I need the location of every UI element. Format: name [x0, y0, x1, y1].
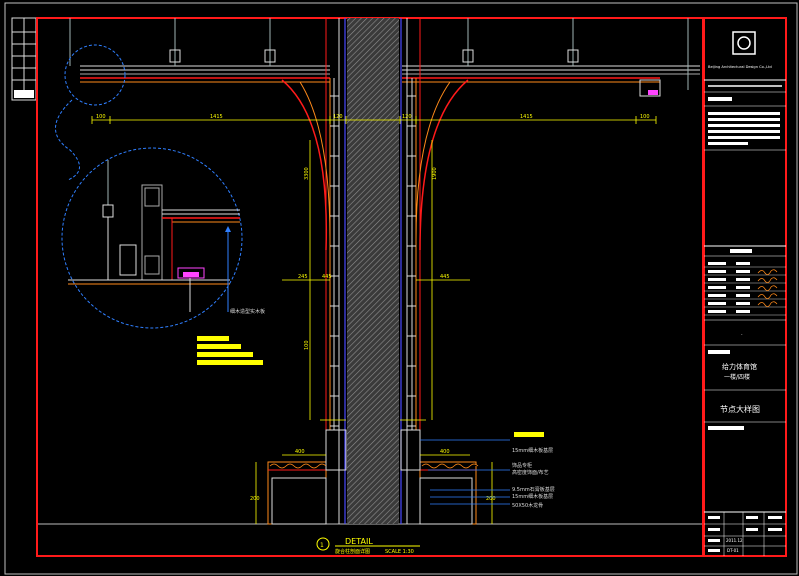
revision-row-value — [736, 270, 750, 273]
callout-note: 细木造型实木板 — [230, 308, 265, 315]
cladding-left — [325, 18, 340, 524]
capital-inner-right — [415, 81, 451, 241]
revision-row-value — [736, 278, 750, 281]
dim-text: 1900 — [432, 167, 438, 180]
callout-leader — [55, 99, 80, 181]
dimension-lines — [91, 116, 657, 524]
project-floor: 一楼/四楼 — [724, 373, 750, 381]
revision-row-value — [736, 294, 750, 297]
enlarged-detail — [68, 160, 240, 312]
project-name: 给力体育馆 — [722, 362, 757, 371]
detail-number-circle — [316, 537, 330, 551]
revision-row-label — [708, 270, 726, 273]
dim-text: 1415 — [210, 114, 223, 120]
dim-text: 400 — [295, 449, 305, 455]
annotation-text: 9.5mm石膏板基层 — [512, 486, 555, 493]
dim-text: 200 — [250, 496, 260, 502]
logo-mark-icon — [737, 36, 751, 50]
ceiling-right — [402, 18, 700, 97]
annotation-text: 高密度饰面/布艺 — [512, 469, 549, 476]
detail-scale: SCALE 1:30 — [385, 549, 414, 555]
binding-strip-ticks — [12, 18, 36, 90]
signature-mark — [757, 293, 778, 299]
dim-text: 400 — [440, 449, 450, 455]
drawing-date: 2011.12 — [726, 538, 743, 543]
dim-text: 445 — [322, 274, 332, 280]
dim-text: 100 — [640, 114, 650, 120]
signature-mark — [757, 269, 778, 275]
annotation-text: 15mm细木板基层 — [512, 447, 553, 454]
signature-mark — [757, 285, 778, 291]
dim-text: 100 — [96, 114, 106, 120]
annotation-leaders — [420, 439, 510, 505]
dim-text: 120 — [402, 114, 412, 120]
vertical-dim-texts: 3300 100 1900 — [304, 167, 438, 350]
revision-row-value — [736, 310, 750, 313]
revision-row-label — [708, 278, 726, 281]
drawing-title: 节点大样图 — [720, 404, 760, 414]
revision-row-label — [708, 286, 726, 289]
callout-circle-small — [64, 44, 126, 106]
company-name-en: Beijing Architectural Design Co.,Ltd — [708, 65, 772, 69]
capital-curve-left — [281, 79, 328, 251]
company-logo — [732, 31, 756, 55]
dim-text: 120 — [333, 114, 343, 120]
capital-inner-left — [299, 81, 331, 241]
ceiling-left — [69, 18, 330, 83]
revision-row-label — [708, 310, 726, 313]
title-block: Beijing Architectural Design Co.,Ltd - 给… — [704, 31, 786, 556]
revision-row-value — [736, 302, 750, 305]
dim-text: 1415 — [520, 114, 533, 120]
dim-text: 3300 — [304, 167, 310, 180]
sheet-number: DT-01 — [727, 548, 739, 553]
revision-row-label — [708, 262, 726, 265]
signature-mark — [757, 301, 778, 307]
dim-text: 445 — [440, 274, 450, 280]
dim-text: 200 — [486, 496, 496, 502]
dim-text: 100 — [304, 340, 310, 350]
revision-row-value — [736, 286, 750, 289]
base-plinth — [267, 429, 479, 525]
revision-row-value — [736, 262, 750, 265]
binding-label — [14, 90, 34, 98]
stud-marks — [330, 95, 416, 427]
annotation-text: 50X50木龙骨 — [512, 502, 543, 509]
dimension-texts: 100 1415 120 120 1415 100 245 445 445 40… — [96, 114, 650, 502]
revision-row-label — [708, 302, 726, 305]
title-block-frame — [703, 17, 787, 557]
callout-circle-large — [61, 147, 243, 329]
annotation-text: 饰品专柜 — [512, 462, 532, 469]
annotation-text: 15mm细木板基层 — [512, 493, 553, 500]
detail-label: DETAIL — [345, 537, 373, 546]
revision-row-label — [708, 294, 726, 297]
signature-mark — [757, 277, 778, 283]
capital-curve-right — [419, 79, 469, 251]
detail-caption: 旋合柱剖面详图 — [335, 548, 370, 555]
cladding-right — [406, 18, 421, 524]
detail-number: 1 — [320, 542, 324, 549]
sheet-border — [4, 2, 798, 575]
legend-bars — [197, 336, 263, 365]
concrete-column-core — [347, 18, 399, 524]
dim-text: 245 — [298, 274, 308, 280]
title-block-dot: - — [741, 332, 743, 337]
annotation-tag — [514, 432, 544, 437]
annotation-texts: 15mm细木板基层 饰品专柜 高密度饰面/布艺 9.5mm石膏板基层 15mm细… — [512, 447, 555, 509]
